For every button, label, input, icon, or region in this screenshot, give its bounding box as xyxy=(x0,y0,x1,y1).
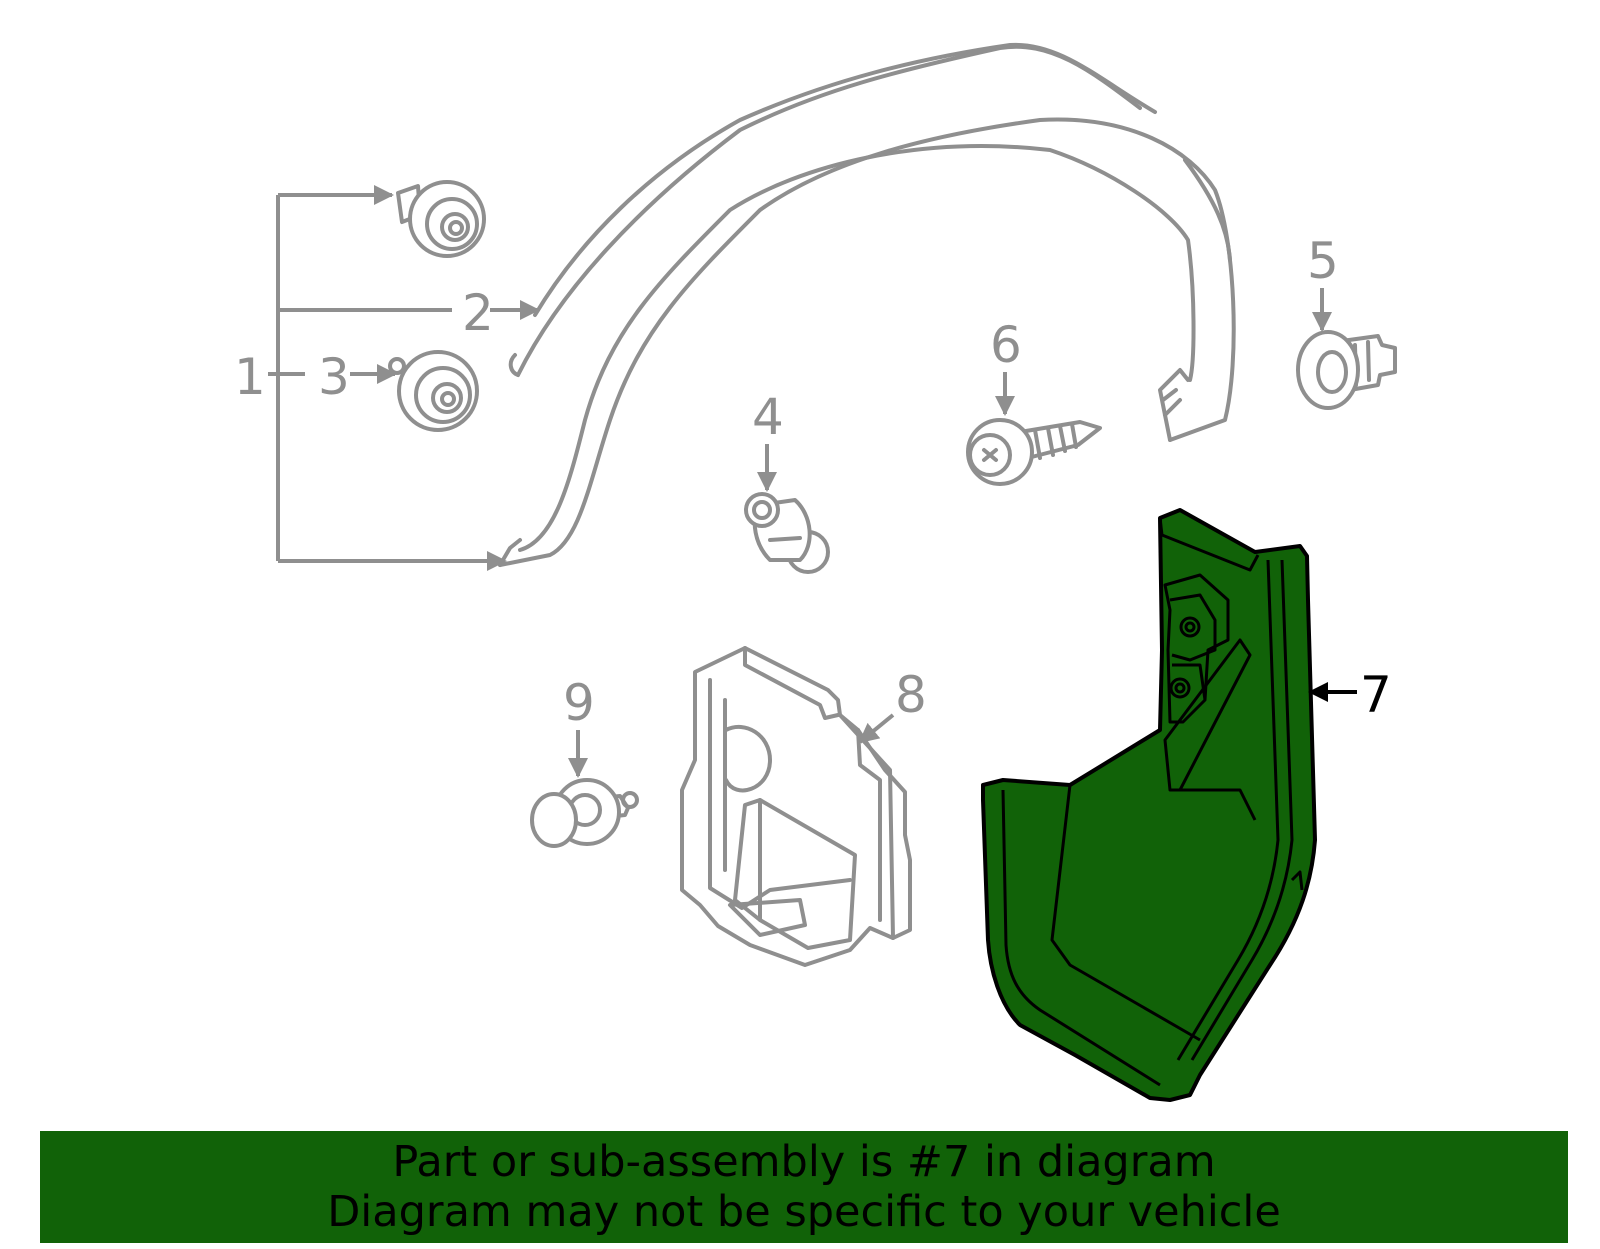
callout-1-bracket xyxy=(268,185,507,571)
mud-flap-part-7 xyxy=(981,508,1317,1102)
banner-line-2: Diagram may not be specific to your vehi… xyxy=(327,1187,1281,1237)
info-banner: Part or sub-assembly is #7 in diagram Di… xyxy=(40,1131,1568,1243)
callout-3[interactable]: 3 xyxy=(318,348,350,406)
callout-5[interactable]: 5 xyxy=(1307,232,1339,290)
callout-7[interactable]: 7 xyxy=(1360,666,1392,724)
rivet-part-4 xyxy=(744,492,830,574)
callout-9[interactable]: 9 xyxy=(563,674,595,732)
banner-line-1: Part or sub-assembly is #7 in diagram xyxy=(392,1137,1216,1187)
clip-part-1-upper xyxy=(396,180,486,258)
screw-part-6 xyxy=(966,418,1102,486)
nut-part-5 xyxy=(1296,330,1397,410)
bracket-part-8 xyxy=(680,646,912,967)
clip-part-3 xyxy=(388,350,479,432)
callout-8-leader xyxy=(858,713,895,744)
callout-2[interactable]: 2 xyxy=(462,284,494,342)
pin-part-9 xyxy=(530,778,639,848)
callout-4[interactable]: 4 xyxy=(752,388,784,446)
wheel-arch-flare xyxy=(498,42,1236,567)
callout-1[interactable]: 1 xyxy=(234,348,266,406)
callout-8[interactable]: 8 xyxy=(895,666,927,724)
callout-6[interactable]: 6 xyxy=(990,316,1022,374)
